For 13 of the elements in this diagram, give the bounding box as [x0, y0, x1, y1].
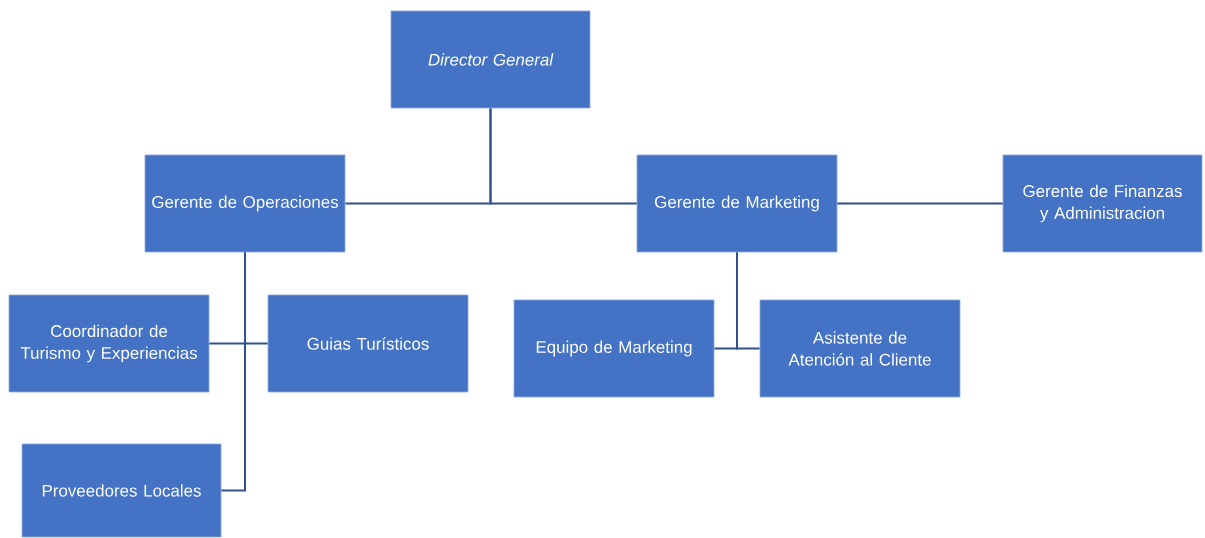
org-box: Director General	[390, 10, 591, 109]
connector-line	[736, 251, 761, 350]
org-box: Gerente de Marketing	[636, 154, 838, 253]
org-box: Gerente de Operaciones	[144, 154, 346, 253]
connector-line	[220, 251, 246, 492]
connector-line	[489, 107, 638, 205]
connector-line	[836, 202, 1004, 205]
org-box: Equipo de Marketing	[513, 299, 715, 398]
org-box: Asistente de Atención al Cliente	[759, 299, 961, 398]
org-box: Proveedores Locales	[21, 443, 222, 538]
org-box: Guias Turísticos	[267, 294, 469, 393]
org-box: Coordinador de Turismo y Experiencias	[8, 294, 210, 393]
org-box: Gerente de Finanzas y Administracion	[1002, 154, 1203, 253]
